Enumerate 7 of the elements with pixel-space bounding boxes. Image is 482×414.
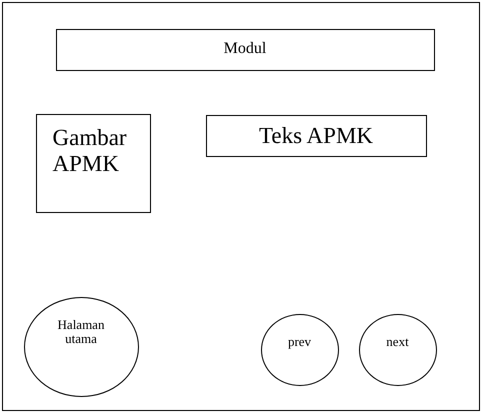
oval-button: Halaman utama [24,296,138,396]
text-box: Gambar APMK [36,114,150,212]
oval-button: prev [260,314,338,386]
frame-box [2,2,480,411]
text-box: Teks APMK [206,114,426,156]
text-box: Modul [56,28,434,70]
oval-button: next [358,314,436,386]
